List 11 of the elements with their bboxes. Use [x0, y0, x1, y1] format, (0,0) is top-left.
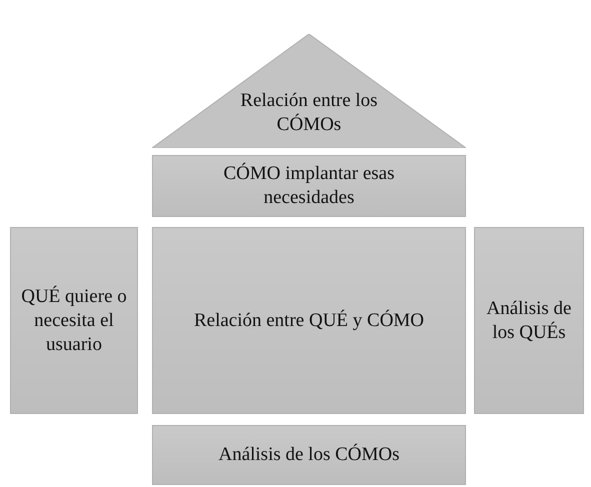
panel-label: Relación entre los CÓMOs: [239, 89, 379, 137]
header-panel: [152, 155, 466, 217]
footer-panel: [152, 425, 466, 485]
panel-label: QUÉ quiere o necesita el usuario: [20, 284, 128, 356]
panel-label: CÓMO implantar esas necesidades: [222, 162, 396, 210]
panel-label: Relación entre QUÉ y CÓMO: [194, 308, 424, 332]
side-panel: [474, 227, 584, 414]
matrix-panel: [152, 227, 466, 414]
panel-label: Análisis de los QUÉs: [486, 296, 572, 344]
side-panel: [10, 227, 138, 414]
panel-label: Análisis de los CÓMOs: [218, 443, 400, 467]
